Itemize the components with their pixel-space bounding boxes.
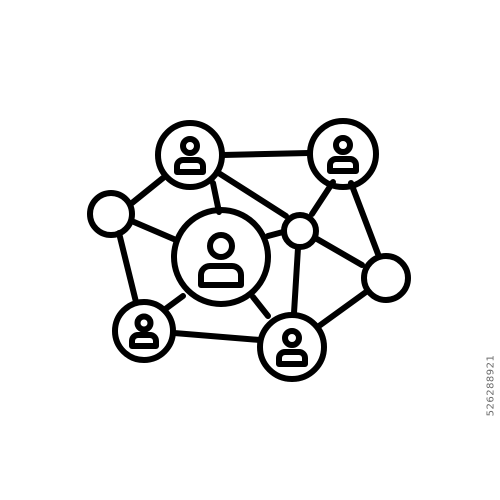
connection-line bbox=[116, 230, 139, 305]
user-node bbox=[257, 312, 327, 382]
connection-line bbox=[348, 180, 381, 257]
user-body bbox=[327, 156, 359, 174]
user-body bbox=[174, 157, 206, 175]
connection-line bbox=[214, 169, 289, 219]
user-body bbox=[129, 332, 159, 349]
connection-line bbox=[171, 330, 263, 343]
stock-id-watermark: 526288921 bbox=[485, 354, 497, 417]
connection-line bbox=[316, 289, 369, 329]
connection-line bbox=[129, 175, 166, 206]
connection-line bbox=[265, 229, 286, 239]
user-head bbox=[180, 136, 200, 156]
connection-line bbox=[250, 294, 271, 319]
user-head bbox=[282, 328, 302, 348]
network-node bbox=[361, 253, 411, 303]
network-node bbox=[87, 190, 135, 238]
connection-line bbox=[220, 150, 312, 158]
user-body bbox=[198, 263, 244, 288]
connection-line bbox=[131, 219, 179, 243]
user-head bbox=[333, 135, 353, 155]
connection-line bbox=[161, 293, 186, 313]
network-node bbox=[281, 212, 319, 250]
user-head bbox=[207, 232, 235, 260]
connection-line bbox=[291, 245, 301, 316]
user-node bbox=[112, 299, 176, 363]
user-head bbox=[134, 313, 154, 333]
user-node bbox=[155, 120, 225, 190]
connection-lines bbox=[116, 150, 381, 343]
connection-line bbox=[314, 236, 365, 268]
user-node bbox=[307, 118, 379, 190]
central-user-node bbox=[171, 207, 271, 307]
user-body bbox=[276, 349, 308, 367]
